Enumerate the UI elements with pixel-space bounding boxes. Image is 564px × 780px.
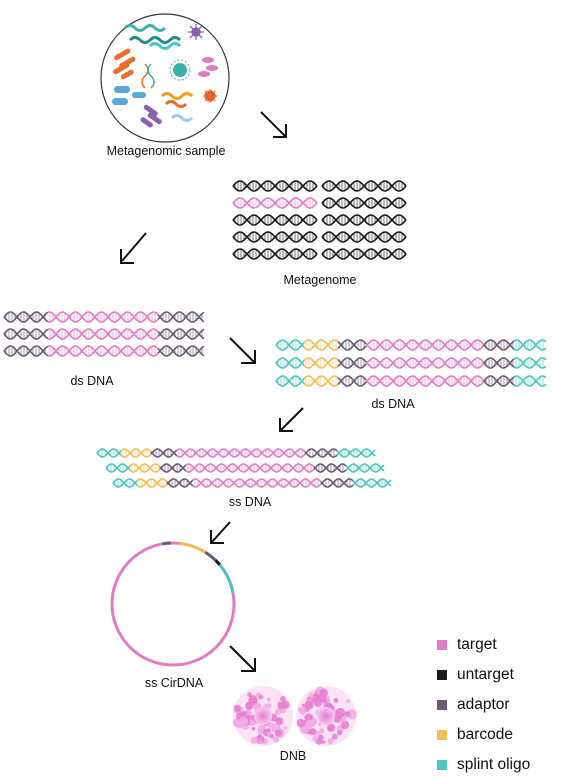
phage-icon bbox=[203, 89, 217, 103]
virus-icon bbox=[188, 24, 204, 40]
legend-label-untarget: untarget bbox=[457, 666, 514, 683]
legend-item-untarget: untarget bbox=[437, 660, 530, 690]
legend-swatch-target bbox=[437, 640, 447, 650]
dnb-ball bbox=[232, 692, 290, 745]
ds-dna-2-helix bbox=[275, 339, 547, 351]
metagenome-helix-right bbox=[321, 197, 407, 209]
dna-icon bbox=[141, 63, 155, 89]
metagenome-helix-left bbox=[232, 231, 318, 243]
legend-label-target: target bbox=[457, 636, 497, 653]
arrow-6 bbox=[229, 645, 256, 672]
spiral-bacterium-icon bbox=[123, 24, 182, 50]
metagenome-helix-right bbox=[321, 214, 407, 226]
legend-label-adaptor: adaptor bbox=[457, 696, 510, 713]
metagenome-helix-right bbox=[321, 180, 407, 192]
coccus-icon bbox=[198, 57, 218, 77]
arrow-4 bbox=[279, 407, 304, 432]
legend-swatch-splint bbox=[437, 760, 447, 770]
sample-label: Metagenomic sample bbox=[106, 144, 226, 158]
arrow-2 bbox=[120, 232, 147, 264]
process-arrows bbox=[120, 111, 304, 672]
purple-rod-icon bbox=[140, 104, 162, 128]
arrow-5 bbox=[210, 521, 231, 544]
legend-item-target: target bbox=[437, 630, 530, 660]
ss-dna-label: ss DNA bbox=[228, 495, 272, 509]
legend-label-splint: splint oligo bbox=[457, 756, 531, 773]
legend-label-barcode: barcode bbox=[457, 726, 514, 743]
metagenome-label: Metagenome bbox=[283, 273, 357, 287]
ss-dna-helix bbox=[105, 463, 385, 473]
legend-item-barcode: barcode bbox=[437, 720, 530, 750]
dna-nanoballs bbox=[232, 686, 357, 746]
dna-helices bbox=[3, 180, 547, 488]
legend-swatch-adaptor bbox=[437, 700, 447, 710]
arrow-3 bbox=[229, 337, 256, 364]
blue-bacteria-icon bbox=[112, 86, 146, 105]
metagenome-helix-right bbox=[321, 231, 407, 243]
dnb-label: DNB bbox=[279, 749, 307, 763]
ss-cirdna-label: ss CirDNA bbox=[144, 676, 204, 690]
legend: target untarget adaptor barcode splint o… bbox=[437, 630, 530, 780]
ss-dna-helix bbox=[112, 478, 392, 488]
ds-dna-helix bbox=[3, 345, 205, 357]
metagenome-helix-left bbox=[232, 214, 318, 226]
ds-dna-2-helix bbox=[275, 375, 547, 387]
metagenomic-sample-circle bbox=[100, 13, 230, 143]
legend-swatch-barcode bbox=[437, 730, 447, 740]
dnb-ball bbox=[296, 686, 357, 745]
metagenome-helix-left bbox=[232, 197, 318, 209]
legend-item-adaptor: adaptor bbox=[437, 690, 530, 720]
metagenome-helix-left bbox=[232, 248, 318, 260]
metagenome-helix-left bbox=[232, 180, 318, 192]
circular-dna bbox=[110, 541, 236, 667]
ss-dna-helix bbox=[96, 448, 376, 458]
ds-dna-helix bbox=[3, 328, 205, 340]
legend-swatch-untarget bbox=[437, 670, 447, 680]
rod-bacteria-icon bbox=[113, 48, 136, 80]
ds-dna-helix bbox=[3, 311, 205, 323]
ds-dna-2-helix bbox=[275, 357, 547, 369]
cell-icon bbox=[169, 59, 191, 81]
legend-item-splint: splint oligo bbox=[437, 750, 530, 780]
arrow-1 bbox=[260, 111, 287, 138]
ds-dna-label-1: ds DNA bbox=[70, 374, 114, 388]
ds-dna-label-2: ds DNA bbox=[371, 397, 415, 411]
metagenome-helix-right bbox=[321, 248, 407, 260]
